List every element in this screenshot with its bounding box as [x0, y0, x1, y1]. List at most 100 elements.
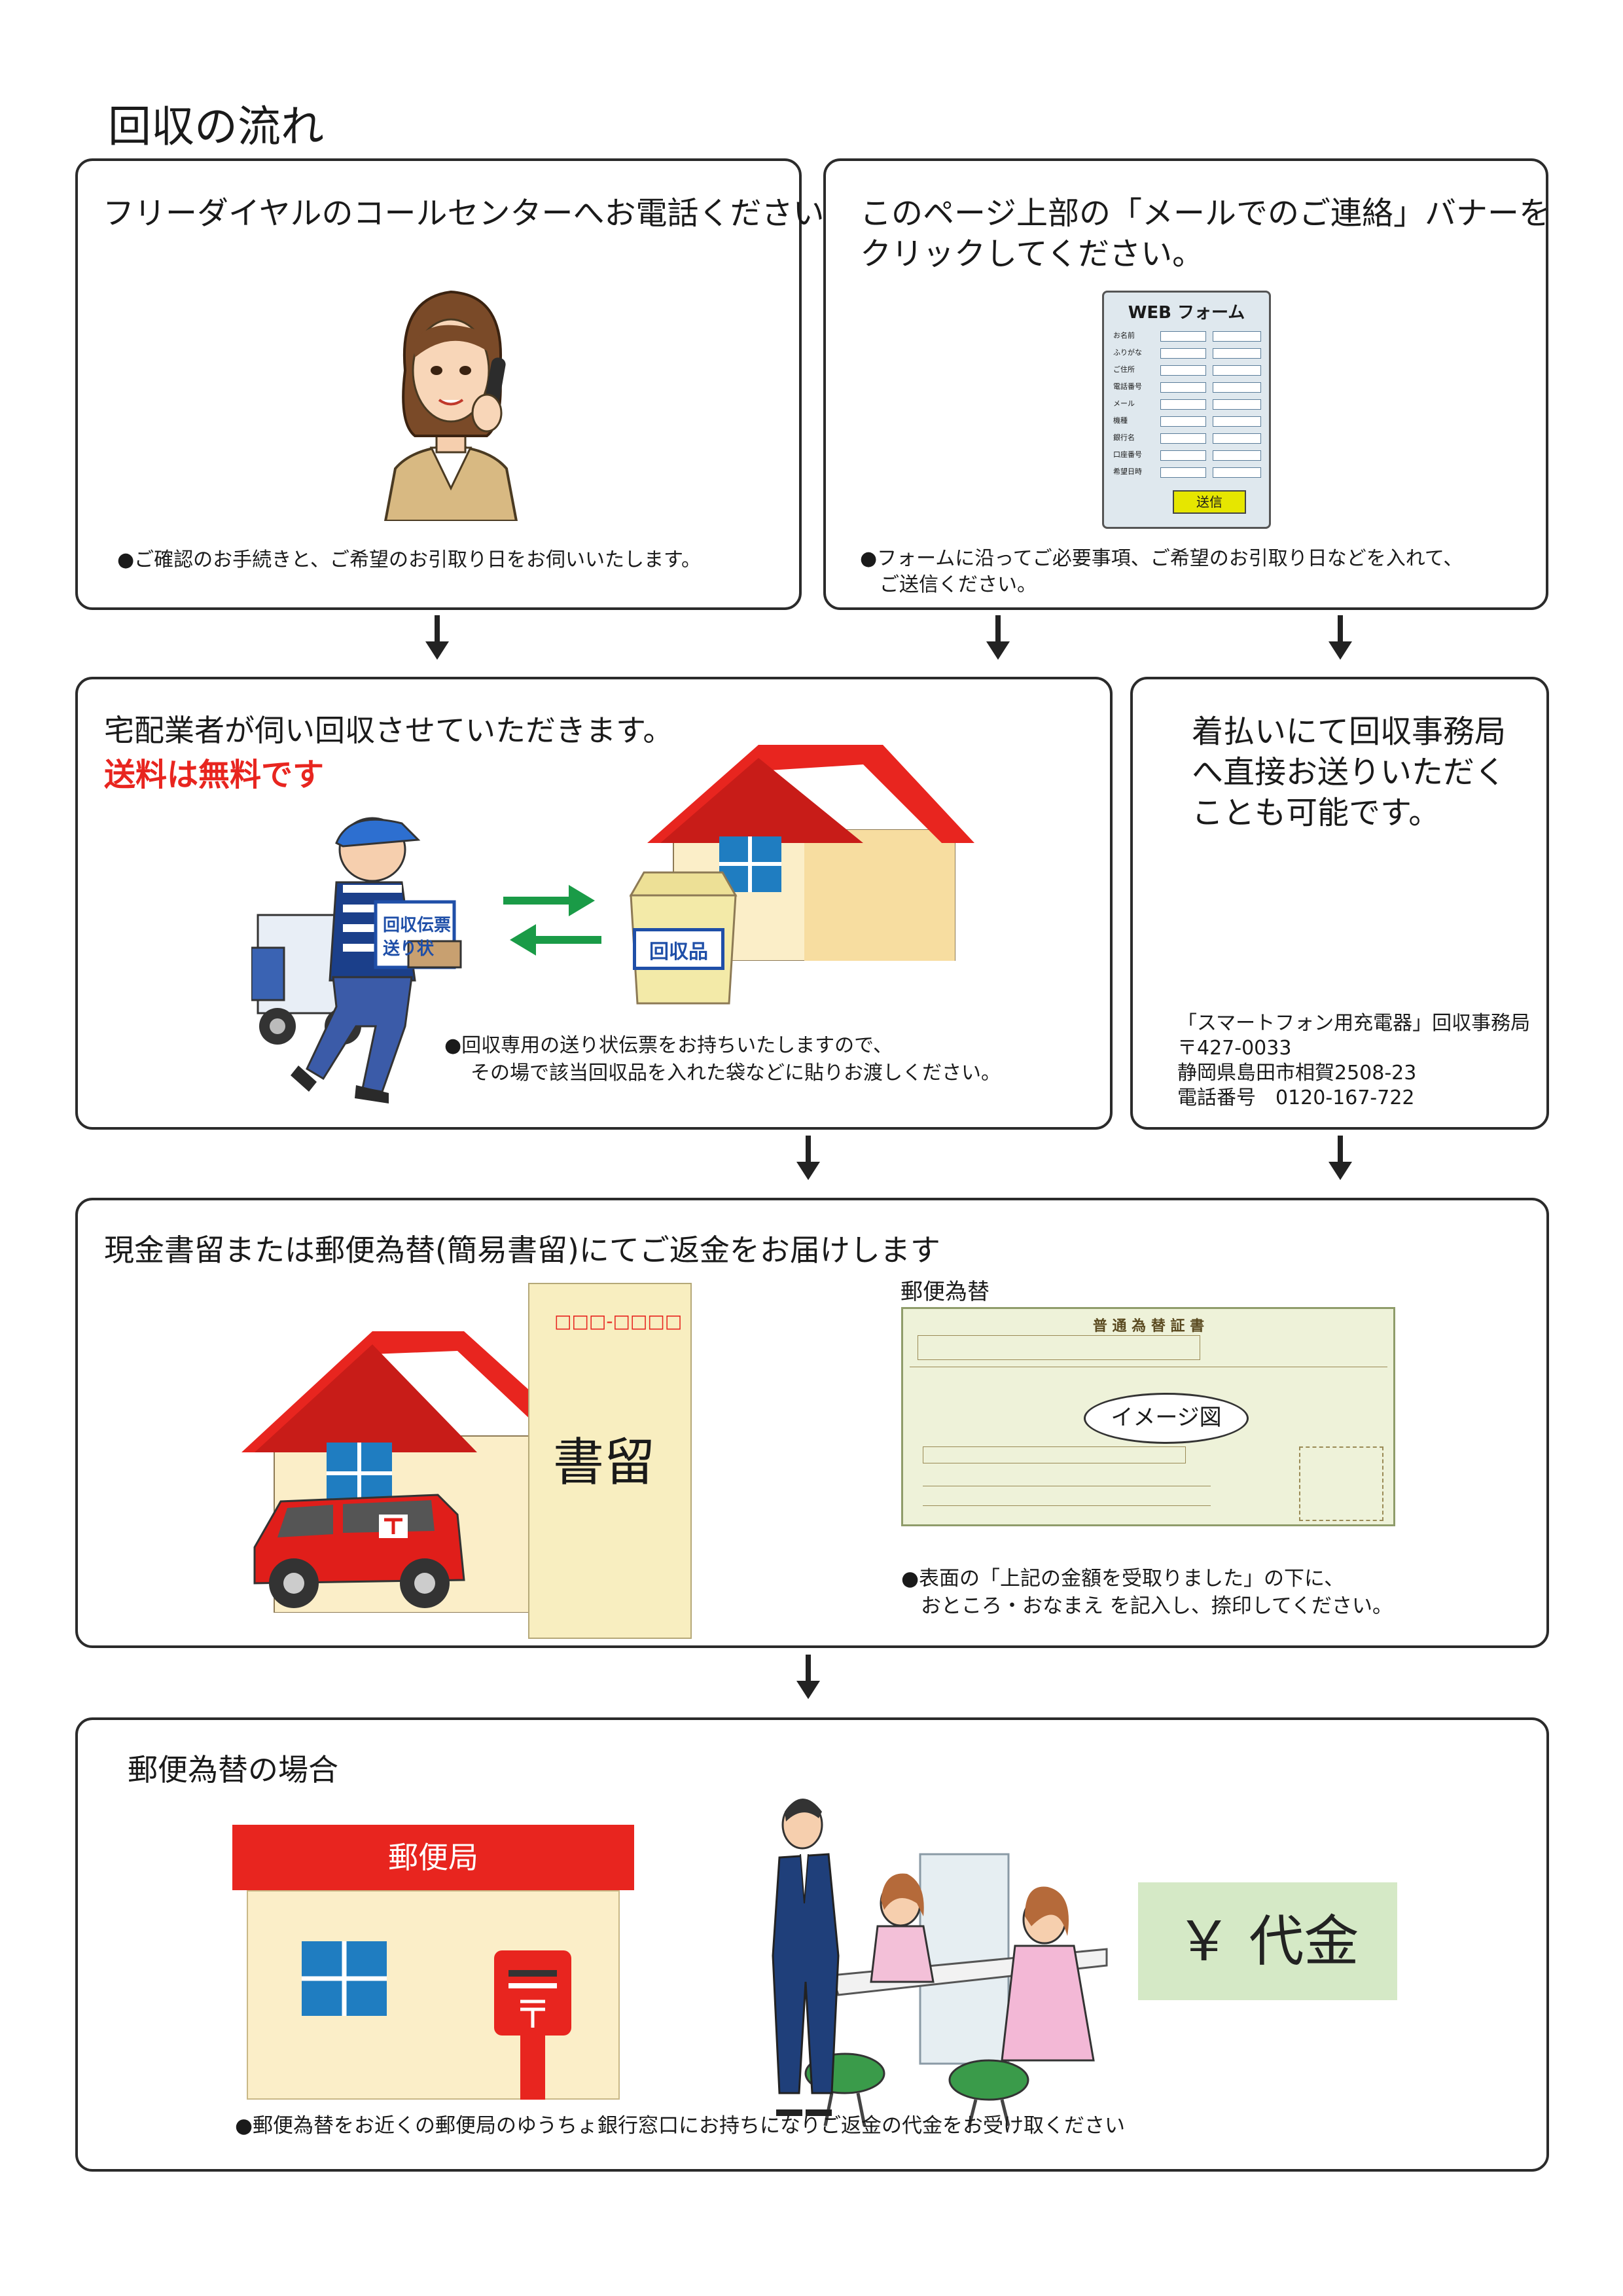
web-form-input [1213, 467, 1261, 478]
web-form-field-label: 口座番号 [1113, 450, 1142, 459]
arrow-down-icon [796, 1655, 820, 1699]
step4-note-line2: おところ・おなまえ を記入し、捺印してください。 [921, 1594, 1393, 1618]
web-form-input [1213, 416, 1261, 427]
step3-note-line1: ●回収専用の送り状伝票をお持ちいたしますので、 [444, 1034, 893, 1057]
image-label: イメージ図 [1111, 1405, 1222, 1431]
certificate-amount-box [923, 1446, 1186, 1463]
web-form-row: 機種 [1113, 414, 1264, 429]
web-form-input [1213, 331, 1261, 342]
step3b-panel: 着払いにて回収事務局 へ直接お送りいただく ことも可能です。 「スマートフォン用… [1130, 677, 1549, 1130]
step3-panel: 宅配業者が伺い回収させていただきます。 送料は無料です 回収伝票 送り状 [75, 677, 1113, 1130]
slip-label-line1: 回収伝票 [383, 916, 452, 935]
step5-panel: 郵便為替の場合 郵便局 [75, 1717, 1549, 2172]
post-office-illustration: 郵便局 [232, 1825, 634, 2100]
return-slip-label: 回収伝票 送り状 [378, 910, 459, 969]
certificate-stamp-area [1299, 1446, 1383, 1521]
web-form-input [1160, 433, 1206, 444]
delivery-person-illustration [251, 817, 462, 1103]
web-form-input [1160, 399, 1206, 410]
web-form-row: ふりがな [1113, 346, 1264, 361]
registered-envelope: □□□-□□□□ 書留 [528, 1283, 692, 1639]
certificate-recipient-box [918, 1335, 1200, 1360]
web-form-input [1213, 433, 1261, 444]
web-form-input [1160, 416, 1206, 427]
call-center-operator-illustration [383, 290, 518, 521]
web-form-field-label: 機種 [1113, 416, 1128, 425]
web-form-row: 銀行名 [1113, 431, 1264, 446]
web-form-row: 口座番号 [1113, 448, 1264, 463]
step1-panel: フリーダイヤルのコールセンターへお電話ください。 ●ご確認のお手続きと、ご希望の… [75, 158, 856, 610]
slip-label-line2: 送り状 [383, 939, 435, 959]
image-label-badge: イメージ図 [1084, 1393, 1249, 1444]
arrow-down-icon [1329, 615, 1352, 660]
web-form-input [1213, 382, 1261, 393]
web-form-field-label: 銀行名 [1113, 433, 1135, 442]
web-form-row: お名前 [1113, 329, 1264, 344]
step5-heading: 郵便為替の場合 [128, 1752, 338, 1787]
office-address-line2: 〒427-0033 [1177, 1037, 1292, 1060]
office-phone: 電話番号 0120-167-722 [1177, 1086, 1415, 1109]
step3-note-line2: その場で該当回収品を入れた袋などに貼りお渡しください。 [471, 1062, 1001, 1085]
web-form-input [1213, 399, 1261, 410]
web-form-submit-button: 送信 [1173, 490, 1246, 514]
web-form-field-label: メール [1113, 399, 1135, 408]
arrow-down-icon [796, 1136, 820, 1180]
money-order-certificate-image: 普 通 為 替 証 書 イメージ図 [901, 1307, 1395, 1526]
web-form-mockup: WEB フォーム お名前ふりがなご住所電話番号メール機種銀行名口座番号希望日時 … [1102, 291, 1271, 529]
payment-badge: ￥ 代金 [1138, 1882, 1397, 2000]
step2-heading-line2: クリックしてください。 [860, 236, 1204, 272]
web-form-input [1160, 382, 1206, 393]
web-form-field-label: 電話番号 [1113, 382, 1142, 391]
web-form-input [1160, 348, 1206, 359]
web-form-row: ご住所 [1113, 363, 1264, 378]
web-form-input [1213, 365, 1261, 376]
arrow-down-icon [1329, 1136, 1352, 1180]
step4-panel: 現金書留または郵便為替(簡易書留)にてご返金をお届けします □□□-□□□□ 書… [75, 1198, 1549, 1648]
web-form-row: 希望日時 [1113, 465, 1264, 480]
step2-panel: このページ上部の「メールでのご連絡」バナーを クリックしてください。 WEB フ… [823, 158, 1551, 610]
step4-note-line1: ●表面の「上記の金額を受取りました」の下に、 [901, 1567, 1345, 1590]
page-title: 回収の流れ [108, 101, 324, 152]
certificate-name-line [923, 1505, 1211, 1506]
payment-label: ￥ 代金 [1176, 1909, 1359, 1973]
registered-mail-house-illustration [241, 1331, 598, 1613]
collection-bag-label: 回収品 [633, 928, 724, 970]
step5-note: ●郵便為替をお近くの郵便局のゆうちょ銀行窓口にお持ちになりご返金の代金をお受け取… [235, 2114, 1126, 2138]
bank-counter-illustration [772, 1799, 1108, 2126]
submit-label: 送信 [1196, 494, 1222, 510]
step4-heading: 現金書留または郵便為替(簡易書留)にてご返金をお届けします [104, 1232, 940, 1268]
certificate-title: 普 通 為 替 証 書 [1092, 1318, 1205, 1335]
envelope-postal-code: □□□-□□□□ [554, 1310, 683, 1332]
web-form-field-label: ご住所 [1113, 365, 1135, 374]
web-form-row: メール [1113, 397, 1264, 412]
money-order-caption: 郵便為替 [901, 1279, 990, 1305]
arrow-down-icon [425, 615, 449, 660]
free-shipping-text: 送料は無料です [104, 757, 325, 793]
mailbox-icon [494, 1950, 571, 2100]
office-address-line3: 静岡県島田市相賀2508-23 [1177, 1062, 1417, 1085]
post-office-sign: 郵便局 [232, 1825, 634, 1890]
web-form-input [1160, 365, 1206, 376]
web-form-input [1213, 348, 1261, 359]
web-form-input [1160, 450, 1206, 461]
envelope-label: 書留 [553, 1433, 656, 1492]
step1-note: ●ご確認のお手続きと、ご希望のお引取り日をお伺いいたします。 [117, 548, 701, 571]
step2-note-line1: ●フォームに沿ってご必要事項、ご希望のお引取り日などを入れて、 [860, 547, 1463, 570]
web-form-input [1213, 450, 1261, 461]
web-form-field-label: ふりがな [1113, 348, 1142, 357]
step3-heading: 宅配業者が伺い回収させていただきます。 [104, 713, 673, 748]
post-office-sign-text: 郵便局 [388, 1840, 478, 1875]
web-form-input [1160, 331, 1206, 342]
post-office-window [302, 1941, 387, 2016]
office-address-line1: 「スマートフォン用充電器」回収事務局 [1177, 1012, 1531, 1035]
exchange-arrows-icon [503, 885, 601, 956]
arrow-down-icon [986, 615, 1010, 660]
step3b-heading-line3: ことも可能です。 [1192, 795, 1440, 831]
step2-heading-line1: このページ上部の「メールでのご連絡」バナーを [860, 195, 1551, 232]
step1-heading: フリーダイヤルのコールセンターへお電話ください。 [103, 195, 856, 232]
step3b-heading-line2: へ直接お送りいただく [1192, 754, 1507, 791]
web-form-input [1160, 467, 1206, 478]
web-form-row: 電話番号 [1113, 380, 1264, 395]
step2-note-line2: ご送信ください。 [880, 573, 1037, 596]
web-form-field-label: 希望日時 [1113, 467, 1142, 476]
